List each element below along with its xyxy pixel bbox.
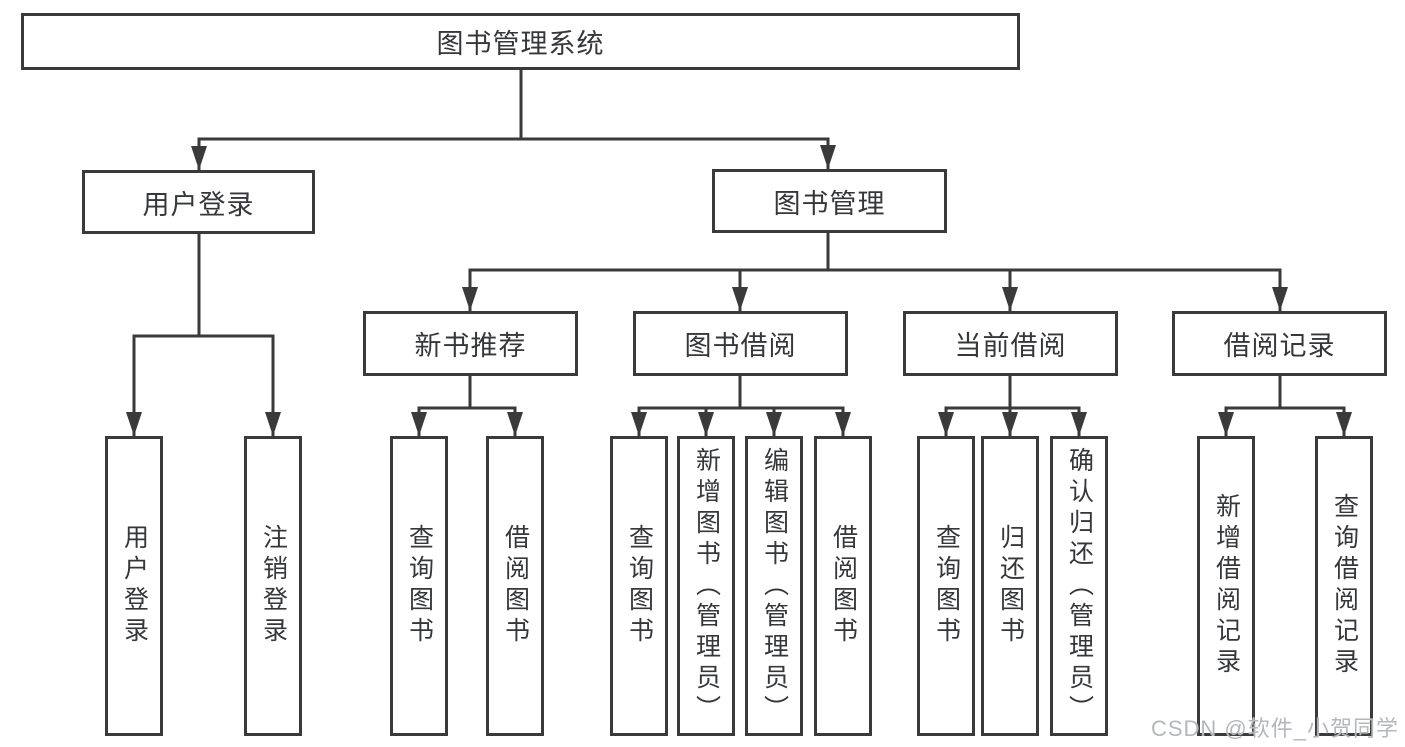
node-logout-leaf-label: 注销登录 bbox=[259, 524, 288, 648]
node-edit-book-admin-label: 编辑图书（管理员） bbox=[760, 446, 789, 726]
node-query-borrow-record-label: 查询借阅记录 bbox=[1330, 493, 1359, 679]
node-edit-book-admin: 编辑图书（管理员） bbox=[745, 436, 803, 736]
node-current-borrow: 当前借阅 bbox=[903, 311, 1118, 376]
node-borrow-query-books: 查询图书 bbox=[610, 436, 668, 736]
node-book-borrow-label: 图书借阅 bbox=[684, 331, 797, 361]
node-user-login-leaf-label: 用户登录 bbox=[120, 524, 149, 648]
node-current-borrow-label: 当前借阅 bbox=[954, 331, 1067, 361]
watermark-text: CSDN @软件_小贺同学 bbox=[1150, 716, 1399, 741]
node-recommend-borrow-books-label: 借阅图书 bbox=[501, 524, 530, 648]
node-borrow-books-leaf: 借阅图书 bbox=[814, 436, 872, 736]
node-add-book-admin-label: 新增图书（管理员） bbox=[692, 446, 721, 726]
node-confirm-return-admin: 确认归还（管理员） bbox=[1050, 436, 1108, 736]
node-book-borrow: 图书借阅 bbox=[633, 311, 848, 376]
node-recommend-query-books: 查询图书 bbox=[390, 436, 448, 736]
connector-bars bbox=[132, 137, 1346, 410]
node-user-login: 用户登录 bbox=[82, 170, 315, 234]
node-borrow-records: 借阅记录 bbox=[1172, 311, 1387, 376]
node-book-management-label: 图书管理 bbox=[773, 188, 886, 219]
node-query-borrow-record: 查询借阅记录 bbox=[1315, 436, 1373, 736]
connector-stems bbox=[197, 68, 1282, 410]
node-logout-leaf: 注销登录 bbox=[244, 436, 302, 736]
node-system-root-label: 图书管理系统 bbox=[436, 29, 605, 59]
node-return-book-label: 归还图书 bbox=[996, 524, 1025, 648]
node-user-login-label: 用户登录 bbox=[142, 189, 255, 220]
node-return-book: 归还图书 bbox=[981, 436, 1039, 736]
connector-arrows bbox=[126, 137, 1352, 438]
node-add-borrow-record-label: 新增借阅记录 bbox=[1212, 493, 1241, 679]
node-add-borrow-record: 新增借阅记录 bbox=[1197, 436, 1255, 736]
node-borrow-query-books-label: 查询图书 bbox=[625, 524, 654, 648]
node-system-root: 图书管理系统 bbox=[21, 13, 1020, 70]
node-new-book-recommend: 新书推荐 bbox=[363, 311, 578, 376]
node-borrow-records-label: 借阅记录 bbox=[1223, 331, 1336, 361]
node-recommend-borrow-books: 借阅图书 bbox=[486, 436, 544, 736]
node-current-query-books-label: 查询图书 bbox=[932, 524, 961, 648]
node-borrow-books-leaf-label: 借阅图书 bbox=[829, 524, 858, 648]
node-confirm-return-admin-label: 确认归还（管理员） bbox=[1065, 446, 1094, 726]
node-add-book-admin: 新增图书（管理员） bbox=[677, 436, 735, 736]
node-current-query-books: 查询图书 bbox=[917, 436, 975, 736]
node-user-login-leaf: 用户登录 bbox=[105, 436, 163, 736]
node-new-book-recommend-label: 新书推荐 bbox=[414, 331, 527, 361]
node-recommend-query-books-label: 查询图书 bbox=[405, 524, 434, 648]
node-book-management: 图书管理 bbox=[712, 169, 947, 233]
